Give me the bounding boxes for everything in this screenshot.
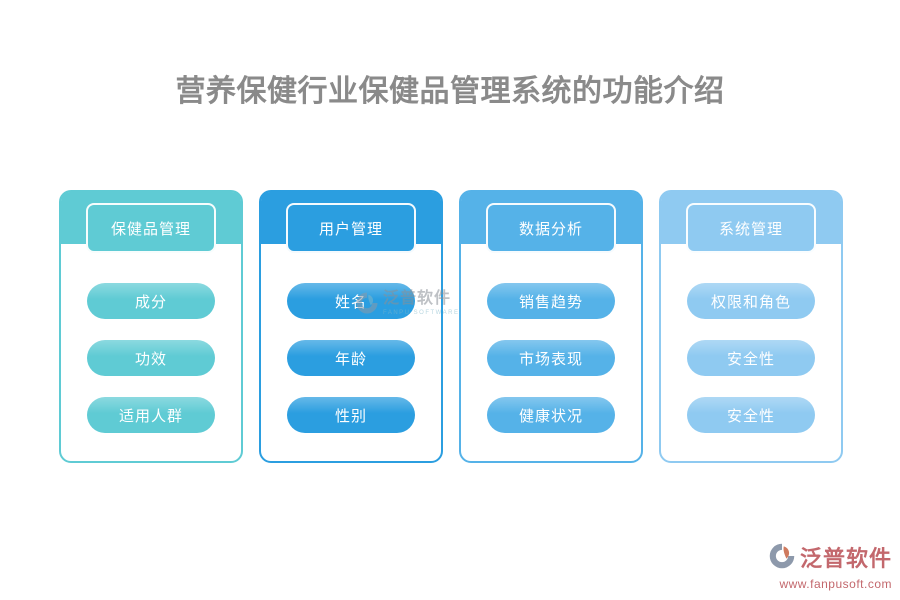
card-product-management: 保健品管理 成分 功效 适用人群 [59,190,243,463]
cards-row: 保健品管理 成分 功效 适用人群 用户管理 姓名 年龄 性别 数据分析 销售趋势… [59,190,843,463]
pill-security-1: 安全性 [687,340,815,376]
card-user-management: 用户管理 姓名 年龄 性别 [259,190,443,463]
pill-health-status: 健康状况 [487,397,615,433]
footer-brand: 泛普软件 [799,545,892,572]
pill-age: 年龄 [287,340,415,376]
page-title: 营养保健行业保健品管理系统的功能介绍 [175,74,725,109]
pill-list: 销售趋势 市场表现 健康状况 [461,283,641,433]
card-header-data-analysis: 数据分析 [486,203,616,253]
pill-list: 成分 功效 适用人群 [61,283,241,433]
card-header-user-management: 用户管理 [286,203,416,253]
pill-sales-trend: 销售趋势 [487,283,615,319]
pill-security-2: 安全性 [687,397,815,433]
pill-ingredients: 成分 [87,283,215,319]
card-header-product-management: 保健品管理 [86,203,216,253]
pill-efficacy: 功效 [87,340,215,376]
pill-market-performance: 市场表现 [487,340,615,376]
pill-gender: 性别 [287,397,415,433]
pill-target-users: 适用人群 [87,397,215,433]
fanpu-logo-icon [768,542,796,575]
pill-list: 姓名 年龄 性别 [261,283,441,433]
footer-top: 泛普软件 [768,542,892,575]
pill-permissions-roles: 权限和角色 [687,283,815,319]
card-system-management: 系统管理 权限和角色 安全性 安全性 [659,190,843,463]
footer: 泛普软件 www.fanpusoft.com [768,542,892,591]
card-data-analysis: 数据分析 销售趋势 市场表现 健康状况 [459,190,643,463]
footer-url: www.fanpusoft.com [779,577,892,591]
pill-name: 姓名 [287,283,415,319]
pill-list: 权限和角色 安全性 安全性 [661,283,841,433]
card-header-system-management: 系统管理 [686,203,816,253]
